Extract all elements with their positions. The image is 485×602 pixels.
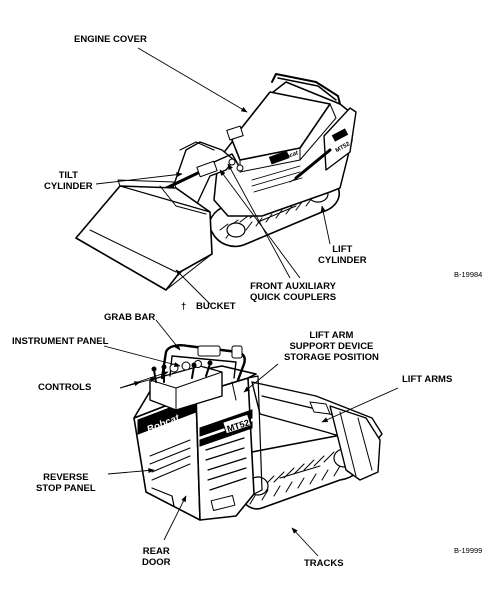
top-callout-arrows <box>95 47 331 305</box>
label-lift-arms: LIFT ARMS <box>402 374 453 385</box>
figure-ref-top: B-19984 <box>454 270 483 279</box>
figure-ref-bottom: B-19999 <box>454 546 483 555</box>
label-instrument-panel: INSTRUMENT PANEL <box>12 336 109 347</box>
label-front-auxiliary-quick-couplers: FRONT AUXILIARY QUICK COUPLERS <box>250 281 337 303</box>
bottom-loader-drawing: Bobcat MT52 <box>103 319 399 557</box>
label-controls: CONTROLS <box>38 382 92 393</box>
label-bucket-marker: † <box>181 301 187 312</box>
top-body: MT52 Bobcat <box>213 73 357 217</box>
label-reverse-stop-panel: REVERSE STOP PANEL <box>36 472 96 494</box>
label-lift-arm-support-device: LIFT ARM SUPPORT DEVICE STORAGE POSITION <box>284 330 379 363</box>
label-tilt-cylinder: TILT CYLINDER <box>44 170 93 192</box>
bottom-callout-arrows <box>103 319 399 557</box>
label-engine-cover: ENGINE COVER <box>74 34 147 45</box>
label-lift-cylinder: LIFT CYLINDER <box>318 244 367 266</box>
label-grab-bar: GRAB BAR <box>104 312 156 323</box>
label-rear-door: REAR DOOR <box>142 546 171 568</box>
label-tracks: TRACKS <box>304 558 344 569</box>
top-bucket <box>75 179 213 291</box>
top-loader-drawing: MT52 Bobcat <box>75 47 357 305</box>
bottom-lift-arms <box>251 381 383 481</box>
label-bucket: BUCKET <box>196 301 236 312</box>
